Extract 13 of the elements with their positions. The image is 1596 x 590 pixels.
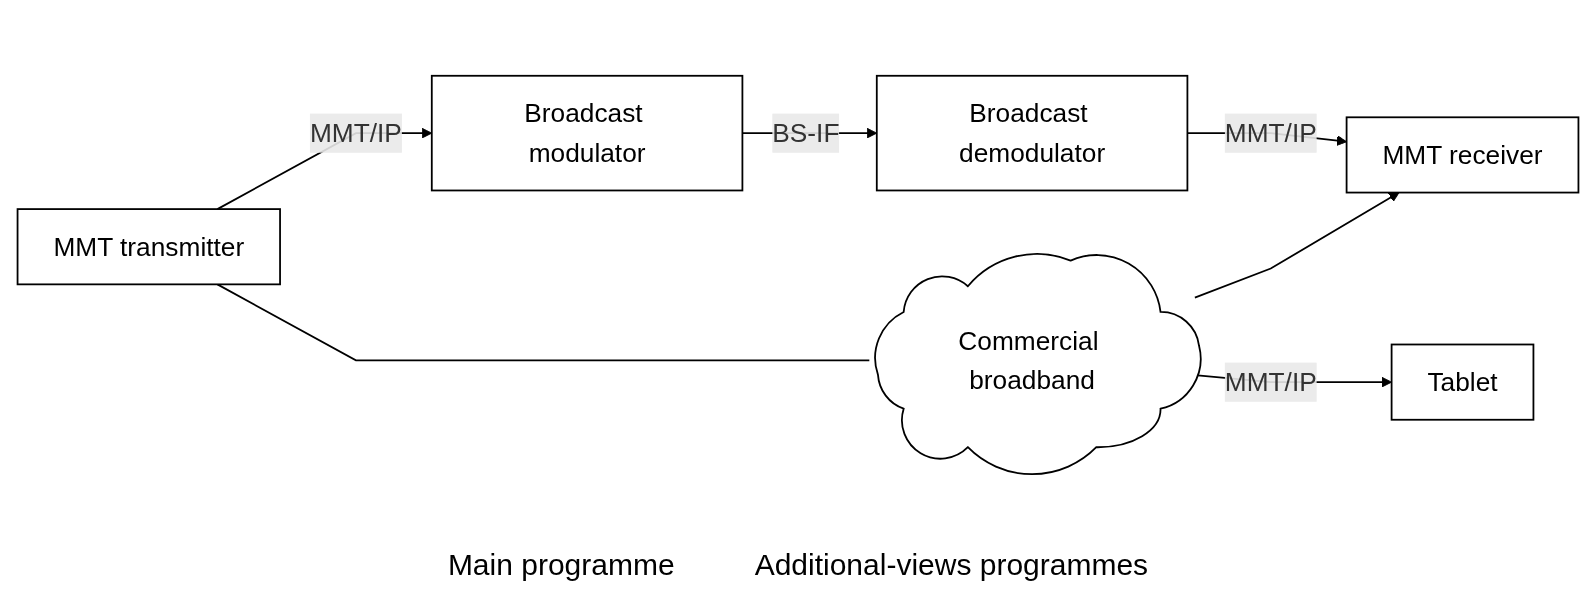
- annotation-text: Additional-views programmes: [754, 548, 1149, 582]
- edge-label: MMT/IP: [309, 118, 402, 149]
- node-box: Broadcast modulator: [430, 74, 744, 192]
- node-box: Broadcast demodulator: [875, 74, 1189, 192]
- node-box: MMT receiver: [1345, 116, 1580, 194]
- edge-label: BS-IF: [772, 118, 840, 149]
- edge-label: MMT/IP: [1224, 118, 1317, 149]
- node-box: MMT transmitter: [16, 208, 281, 286]
- node-box: Tablet: [1390, 343, 1535, 421]
- connector: [216, 283, 871, 362]
- edge-label: MMT/IP: [1224, 367, 1317, 398]
- arrow: [1193, 192, 1400, 299]
- annotation-text: Main programme: [447, 548, 675, 582]
